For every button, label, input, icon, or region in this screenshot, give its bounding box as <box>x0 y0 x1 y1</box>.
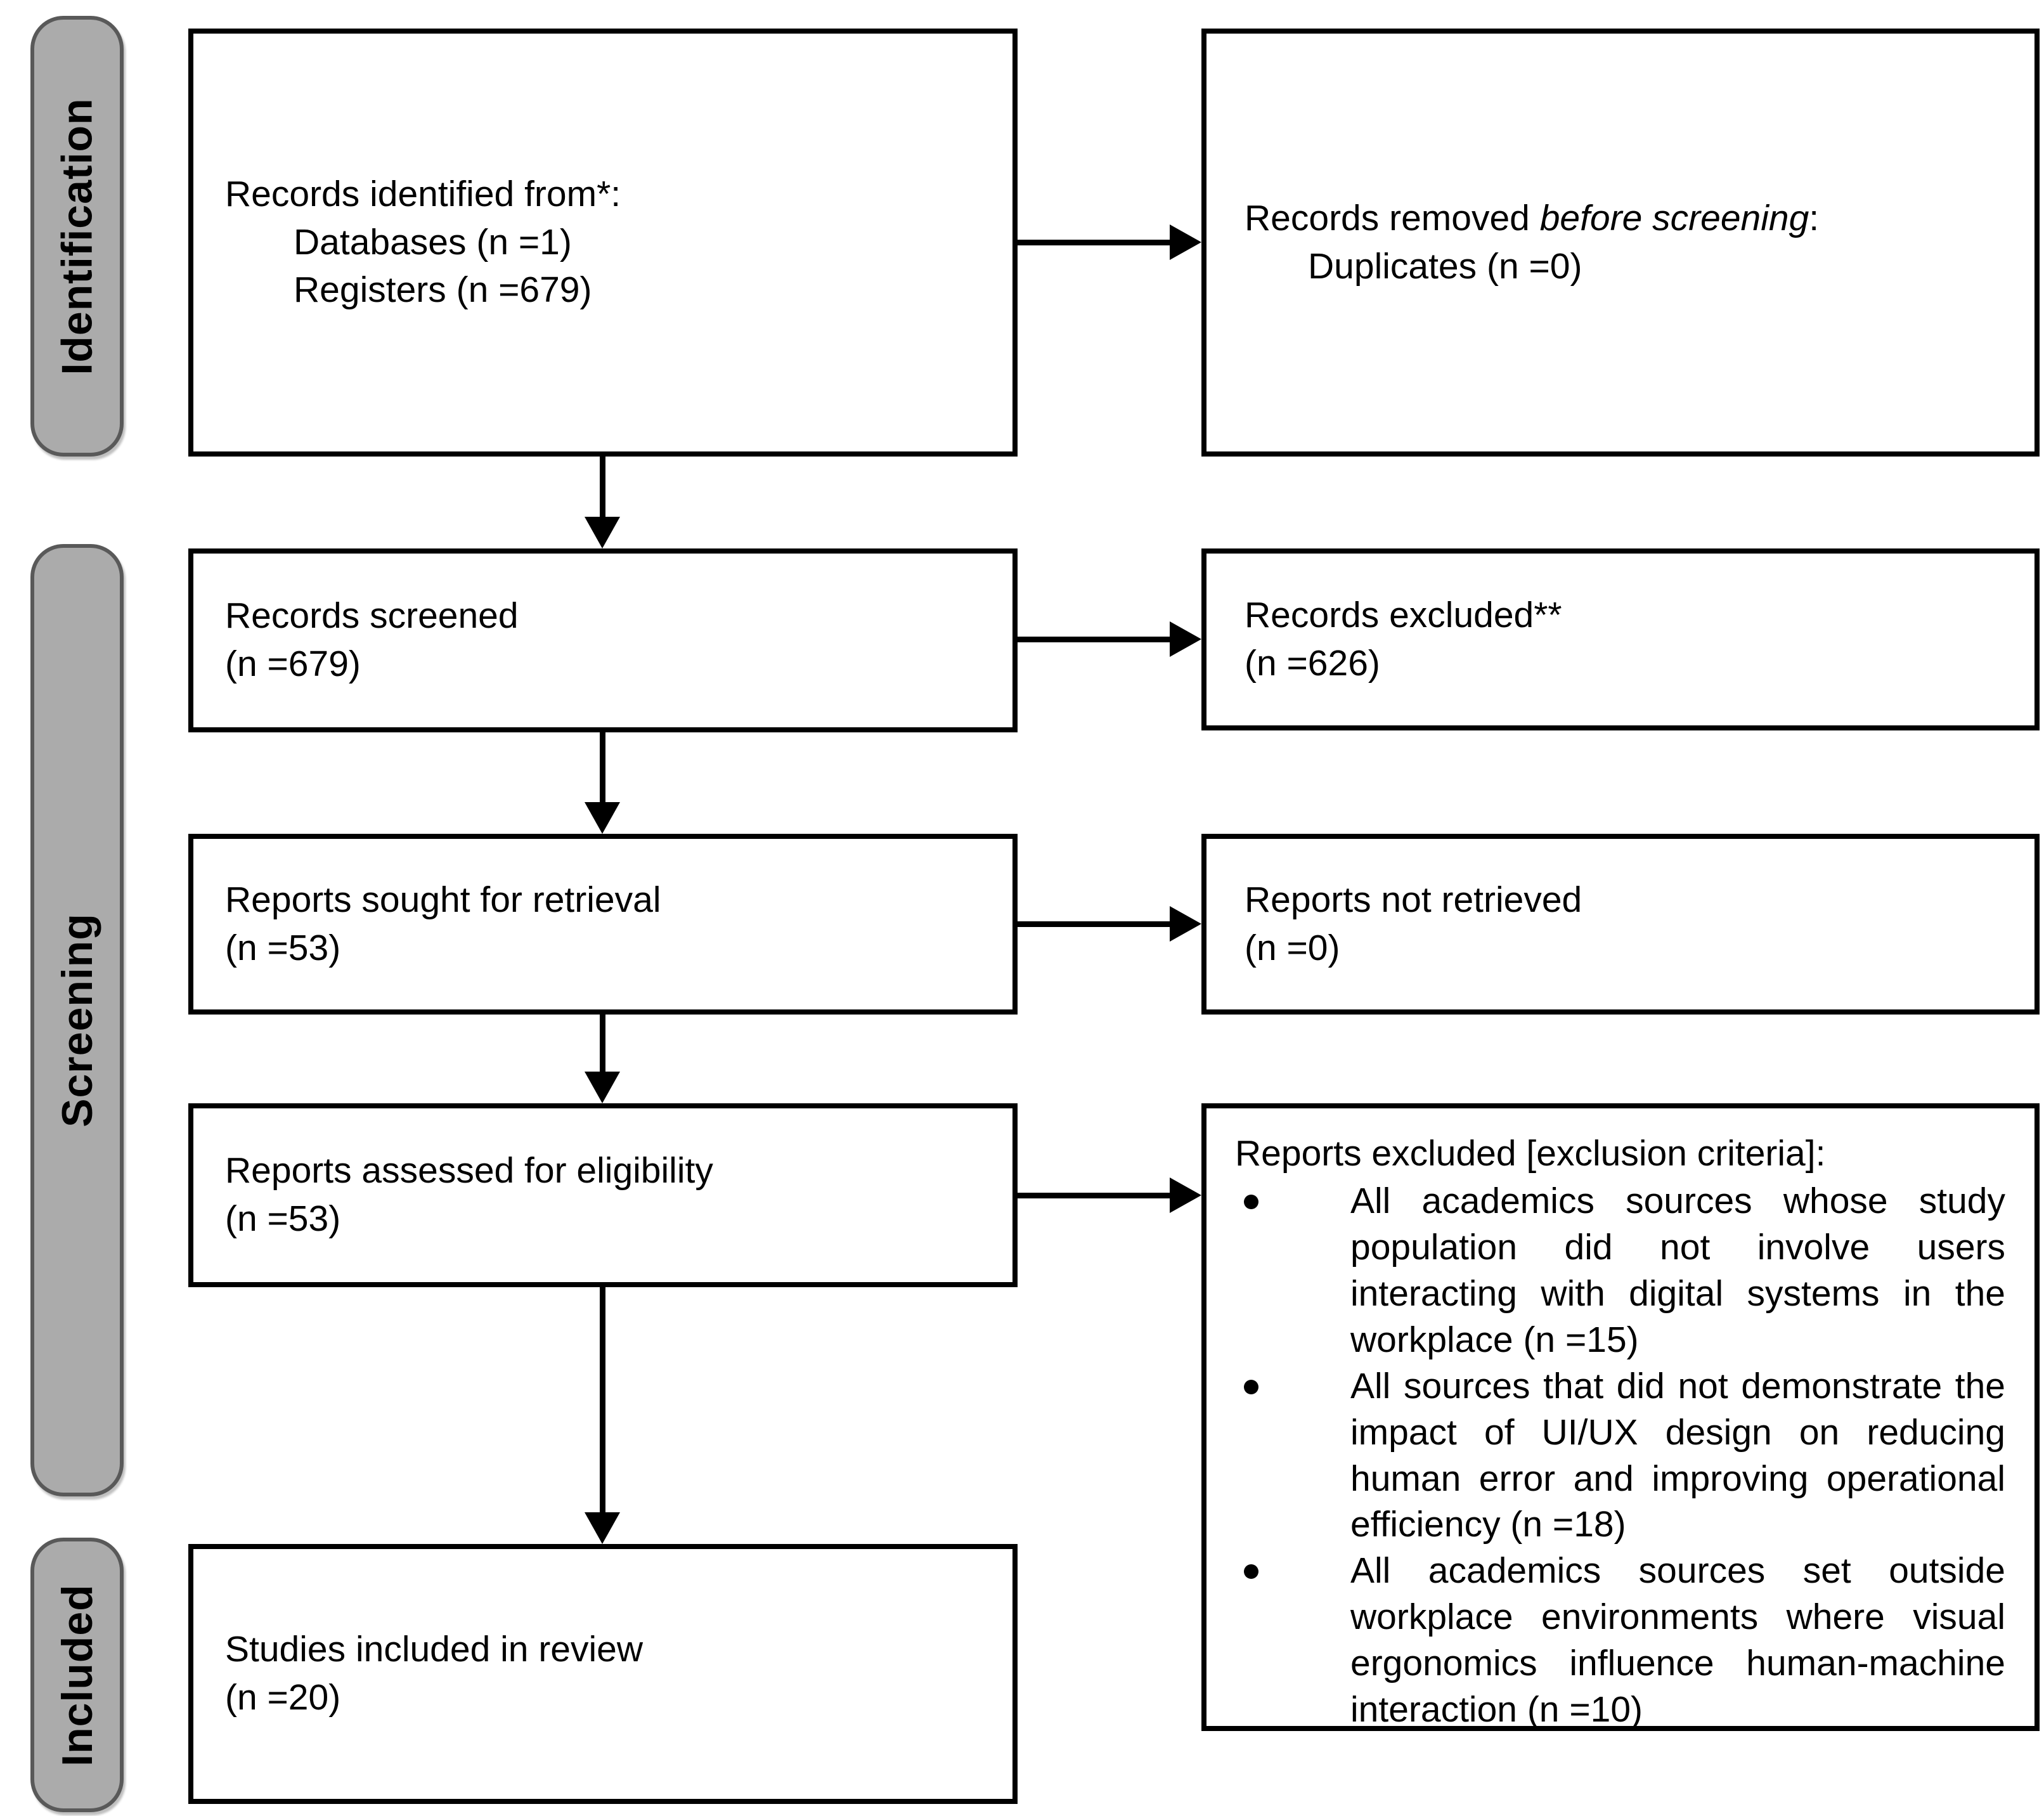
reports-assessed-label: Reports assessed for eligibility <box>225 1150 713 1191</box>
box-reports-excluded-criteria: Reports excluded [exclusion criteria]: A… <box>1201 1103 2040 1731</box>
studies-included-count: (n =20) <box>225 1677 341 1718</box>
box-reports-assessed: Reports assessed for eligibility (n =53) <box>188 1103 1018 1287</box>
bullet-icon <box>1244 1379 1258 1394</box>
reports-sought-label: Reports sought for retrieval <box>225 879 661 920</box>
exclusion-criterion-1-text: All academics sources whose study popula… <box>1350 1180 2005 1360</box>
bullet-icon <box>1244 1194 1258 1209</box>
box-records-identified: Records identified from*: Databases (n =… <box>188 29 1018 457</box>
reports-not-retrieved-label: Reports not retrieved <box>1245 879 1582 920</box>
reports-excluded-criteria-title: Reports excluded [exclusion criteria]: <box>1235 1133 1826 1174</box>
reports-assessed-count: (n =53) <box>225 1198 341 1239</box>
arrow-shaft <box>600 1015 605 1073</box>
arrow-shaft <box>600 457 605 518</box>
box-records-excluded: Records excluded** (n =626) <box>1201 548 2040 730</box>
records-excluded-count: (n =626) <box>1245 642 1380 684</box>
arrow-head-down-icon <box>585 1072 620 1103</box>
bullet-icon <box>1244 1564 1258 1579</box>
exclusion-criterion-2-text: All sources that did not demonstrate the… <box>1350 1365 2005 1545</box>
stage-label-identification: Identification <box>53 97 101 375</box>
box-reports-not-retrieved: Reports not retrieved (n =0) <box>1201 834 2040 1015</box>
arrow-head-right-icon <box>1170 224 1201 260</box>
records-excluded-label: Records excluded** <box>1245 594 1562 635</box>
exclusion-criterion-2: All sources that did not demonstrate the… <box>1235 1363 2005 1548</box>
arrow-shaft <box>1018 1193 1173 1198</box>
stage-label-included: Included <box>53 1583 101 1767</box>
records-screened-label: Records screened <box>225 595 519 637</box>
box-reports-sought: Reports sought for retrieval (n =53) <box>188 834 1018 1015</box>
stage-bar-included: Included <box>30 1538 124 1812</box>
studies-included-label: Studies included in review <box>225 1629 644 1670</box>
arrow-shaft <box>1018 240 1173 245</box>
exclusion-criterion-3-text: All academics sources set outside workpl… <box>1350 1550 2005 1730</box>
stage-bar-screening: Screening <box>30 544 124 1496</box>
arrow-head-right-icon <box>1170 906 1201 942</box>
records-removed-pre: Records removed <box>1245 197 1540 238</box>
arrow-shaft <box>600 1287 605 1514</box>
box-studies-included: Studies included in review (n =20) <box>188 1544 1018 1804</box>
records-identified-databases: Databases (n =1) <box>294 221 572 263</box>
records-removed-title: Records removed before screening: <box>1206 195 2034 243</box>
arrow-head-right-icon <box>1170 1177 1201 1213</box>
records-removed-duplicates: Duplicates (n =0) <box>1308 245 1582 287</box>
exclusion-criterion-1: All academics sources whose study popula… <box>1235 1178 2005 1363</box>
arrow-shaft <box>1018 637 1173 642</box>
arrow-head-down-icon <box>585 1512 620 1544</box>
stage-label-screening: Screening <box>53 913 101 1127</box>
arrow-shaft <box>1018 921 1173 927</box>
records-removed-post: : <box>1809 197 1820 238</box>
stage-bar-identification: Identification <box>30 16 124 457</box>
reports-not-retrieved-count: (n =0) <box>1245 927 1340 968</box>
records-identified-registers: Registers (n =679) <box>294 269 592 311</box>
box-records-removed: Records removed before screening: Duplic… <box>1201 29 2040 457</box>
records-removed-italic: before screening <box>1539 197 1809 238</box>
arrow-head-down-icon <box>585 802 620 834</box>
exclusion-criterion-3: All academics sources set outside workpl… <box>1235 1548 2005 1733</box>
records-identified-title: Records identified from*: <box>225 173 621 214</box>
reports-sought-count: (n =53) <box>225 927 341 968</box>
records-screened-count: (n =679) <box>225 644 361 684</box>
arrow-head-down-icon <box>585 517 620 548</box>
arrow-shaft <box>600 732 605 803</box>
box-records-screened: Records screened (n =679) <box>188 548 1018 732</box>
arrow-head-right-icon <box>1170 621 1201 657</box>
